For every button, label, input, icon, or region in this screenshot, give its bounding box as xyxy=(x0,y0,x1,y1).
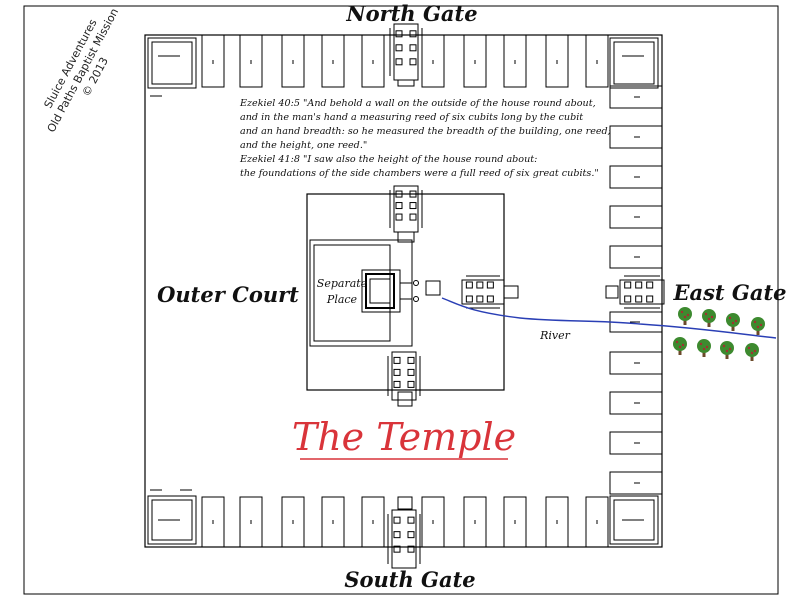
chamber xyxy=(609,391,663,415)
corner-kitchen-sw xyxy=(147,495,197,545)
chamber xyxy=(421,496,445,548)
chamber xyxy=(503,496,527,548)
south-outer-gate xyxy=(387,509,421,569)
east-inner-gate xyxy=(461,275,505,309)
diagram-title: The Temple xyxy=(292,415,516,459)
verse-line: and in the man's hand a measuring reed o… xyxy=(240,112,583,123)
tree-icon xyxy=(697,339,711,357)
chamber xyxy=(239,496,263,548)
chamber xyxy=(361,496,385,548)
chamber xyxy=(609,245,663,269)
chamber xyxy=(281,34,305,88)
verse-line: the foundations of the side chambers wer… xyxy=(240,168,599,179)
pavement-marks xyxy=(150,95,192,491)
chamber xyxy=(239,34,263,88)
corner-kitchens xyxy=(147,37,659,545)
chamber xyxy=(201,496,225,548)
inner-court-wall xyxy=(306,193,505,391)
north-outer-gate xyxy=(389,23,423,81)
chamber xyxy=(281,496,305,548)
tree-icon xyxy=(720,341,734,359)
chamber xyxy=(609,351,663,375)
south-inner-gate xyxy=(387,351,421,401)
south-gate-label: South Gate xyxy=(344,567,475,592)
chamber xyxy=(463,496,487,548)
east-outer-gate xyxy=(619,275,665,309)
river-line xyxy=(441,297,777,339)
tree-icon xyxy=(751,317,765,335)
river-label: River xyxy=(539,329,571,342)
side-chambers xyxy=(201,34,663,548)
chamber xyxy=(421,34,445,88)
chamber xyxy=(201,34,225,88)
page-frame xyxy=(23,5,779,595)
chamber xyxy=(609,125,663,149)
chamber xyxy=(545,34,569,88)
verse-line: and an hand breadth: so he measured the … xyxy=(240,126,611,137)
chamber xyxy=(585,496,609,548)
chamber xyxy=(361,34,385,88)
outer-court-wall xyxy=(144,34,663,548)
chamber xyxy=(609,431,663,455)
gate-porch xyxy=(397,79,619,510)
chamber xyxy=(503,34,527,88)
scripture-block: Ezekiel 40:5 "And behold a wall on the o… xyxy=(239,98,611,179)
altar xyxy=(425,280,441,296)
chamber xyxy=(321,34,345,88)
chamber xyxy=(321,496,345,548)
separate-place-label-1: Separate xyxy=(317,277,368,290)
chamber xyxy=(609,165,663,189)
chamber xyxy=(609,471,663,495)
north-inner-gate xyxy=(389,185,423,233)
temple-house xyxy=(361,269,419,313)
north-gate-label: North Gate xyxy=(345,1,477,26)
tree-icon xyxy=(673,337,687,355)
corner-kitchen-ne xyxy=(609,37,659,89)
tree-icon xyxy=(745,343,759,361)
tree-icon xyxy=(678,307,692,325)
separate-place xyxy=(309,239,413,347)
verse-line: Ezekiel 41:8 "I saw also the height of t… xyxy=(239,154,537,165)
corner-kitchen-se xyxy=(609,495,659,545)
tree-icon xyxy=(726,313,740,331)
east-gate-label: East Gate xyxy=(672,280,786,305)
outer-court-label: Outer Court xyxy=(157,282,299,307)
chamber xyxy=(585,34,609,88)
tree-icon xyxy=(702,309,716,327)
verse-line: Ezekiel 40:5 "And behold a wall on the o… xyxy=(239,98,596,109)
credit-block: Sluice Adventures Old Paths Baptist Miss… xyxy=(42,6,122,134)
chamber xyxy=(609,205,663,229)
trees xyxy=(673,307,765,361)
corner-kitchen-nw xyxy=(147,37,197,89)
separate-place-label-2: Place xyxy=(326,293,358,306)
verse-line: and the height, one reed." xyxy=(240,140,367,151)
chamber xyxy=(463,34,487,88)
chamber xyxy=(545,496,569,548)
chamber xyxy=(609,85,663,109)
gate-buildings xyxy=(387,23,665,569)
